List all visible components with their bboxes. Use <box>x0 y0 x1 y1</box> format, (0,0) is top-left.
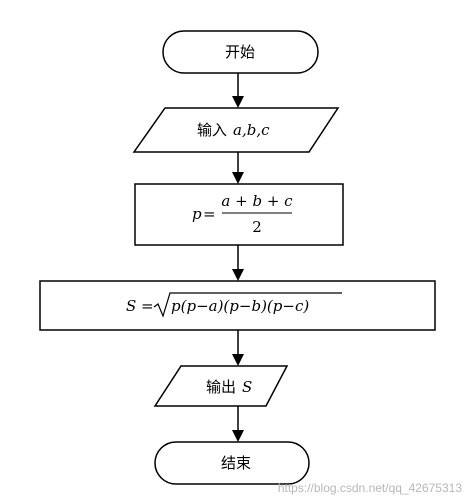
watermark: https://blog.csdn.net/qq_42675313 <box>278 481 462 495</box>
end-node: 结束 <box>154 441 310 485</box>
compute-p-node: p = a + b + c 2 <box>134 183 344 246</box>
arrow-s-to-output <box>232 330 244 366</box>
s-radicand: p(p−a)(p−b)(p−c) <box>171 297 309 315</box>
sqrt-sign <box>153 292 342 318</box>
arrow-output-to-end <box>232 406 244 442</box>
p-eq: = <box>203 205 216 223</box>
end-label: 结束 <box>221 454 251 472</box>
s-lhs: S <box>126 297 136 315</box>
arrow-start-to-input <box>232 73 244 108</box>
compute-s-node: S = p(p−a)(p−b)(p−c) <box>39 280 436 331</box>
start-node: 开始 <box>162 30 319 74</box>
arrow-p-to-s <box>232 245 244 281</box>
p-denominator: 2 <box>252 218 262 236</box>
s-eq: = <box>141 297 154 315</box>
p-lhs: p <box>192 205 202 223</box>
start-label: 开始 <box>225 43 255 61</box>
arrow-input-to-p <box>232 152 244 184</box>
p-numerator: a + b + c <box>221 192 293 210</box>
